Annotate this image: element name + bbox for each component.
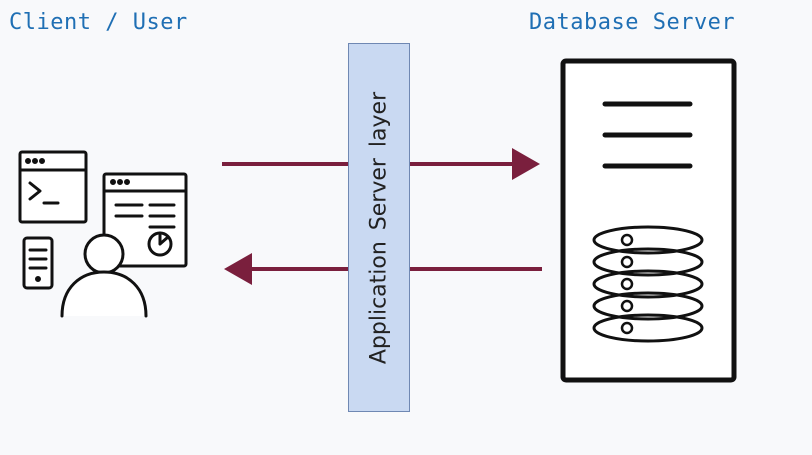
database-heading: Database Server: [529, 10, 736, 35]
terminal-window-icon: [18, 150, 88, 224]
user-person-icon: [60, 233, 148, 318]
application-server-layer-label: Application Server layer: [366, 91, 392, 364]
application-server-layer: Application Server layer: [348, 43, 410, 412]
database-server-icon: [560, 58, 737, 383]
dashboard-window-icon: [102, 172, 188, 268]
client-user-devices-icon: [18, 150, 188, 318]
client-heading: Client / User: [9, 10, 188, 35]
phone-icon: [22, 236, 54, 290]
